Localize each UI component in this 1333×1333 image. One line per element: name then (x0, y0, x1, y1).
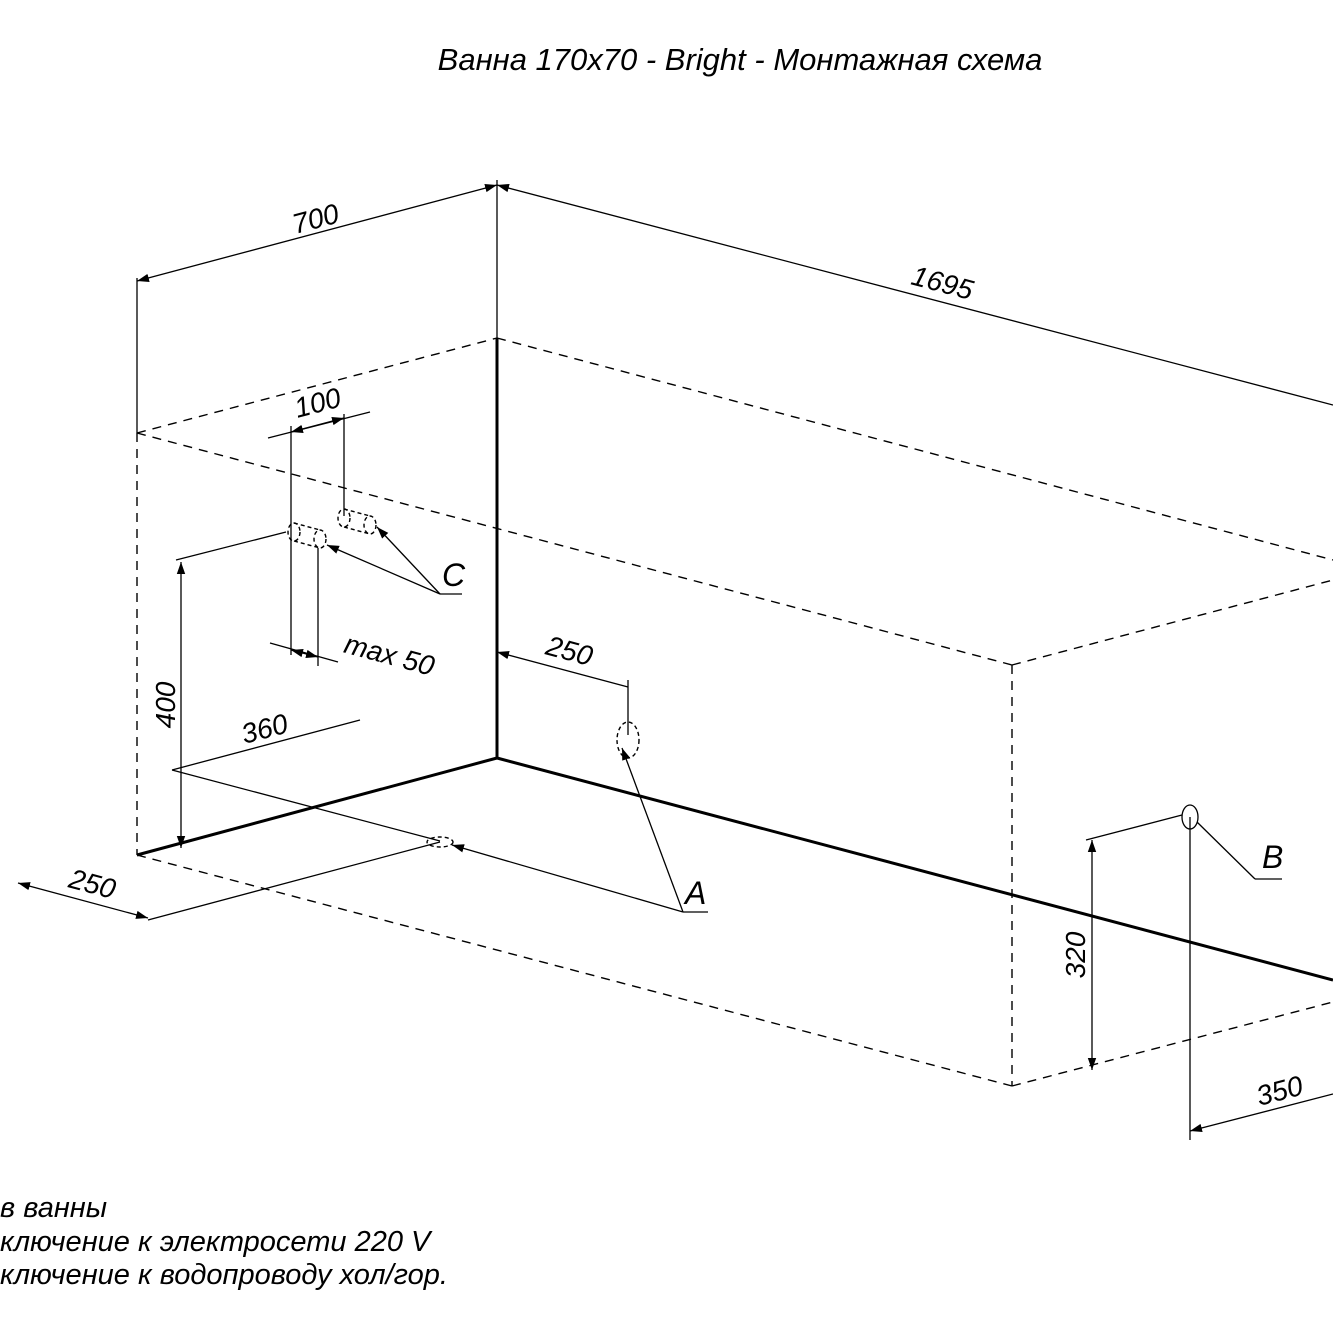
label-c: C (442, 557, 466, 593)
wall-corner (136, 338, 1333, 982)
dimension-offset-360: 360 (171, 708, 441, 842)
dimension-width-label: 700 (289, 198, 343, 240)
dimension-max-offset-label: max 50 (341, 628, 438, 682)
diagram-title: Ванна 170x70 - Bright - Монтажная схема (438, 42, 1043, 77)
dimension-height-c-label: 400 (150, 681, 181, 728)
legend: в ванны ключение к электросети 220 V клю… (0, 1192, 448, 1291)
legend-item: ключение к электросети 220 V (0, 1226, 433, 1258)
dimension-spacing-c: 100 (267, 382, 371, 655)
drain-point-b (1181, 804, 1199, 1140)
water-pipes-c (287, 508, 377, 549)
dimension-offset-a: 250 (496, 630, 629, 735)
drain-outlet (426, 836, 454, 848)
dimension-offset-360-label: 360 (238, 708, 292, 750)
label-a: A (683, 875, 706, 911)
dimension-offset-b-label: 350 (1253, 1070, 1307, 1112)
dimension-width: 700 (136, 180, 498, 433)
dimension-spacing-c-label: 100 (291, 382, 345, 424)
dimension-max-offset: max 50 (269, 548, 438, 682)
bathtub-outline (136, 337, 1333, 1087)
leader-a: A (451, 747, 708, 913)
dimension-offset-front-label: 250 (65, 863, 120, 905)
dimension-length-label: 1695 (908, 260, 977, 306)
dimension-height-c: 400 (150, 531, 287, 848)
leader-c: C (326, 526, 466, 595)
dimension-height-b: 320 (1060, 814, 1183, 1070)
dimension-height-b-label: 320 (1060, 931, 1091, 978)
label-b: B (1262, 839, 1283, 875)
leader-b: B (1196, 821, 1283, 880)
dimension-offset-b: 350 (1189, 1070, 1333, 1133)
legend-item: ключение к водопроводу хол/гор. (0, 1259, 448, 1291)
dimension-offset-front: 250 (17, 841, 441, 921)
legend-item: в ванны (0, 1192, 107, 1224)
